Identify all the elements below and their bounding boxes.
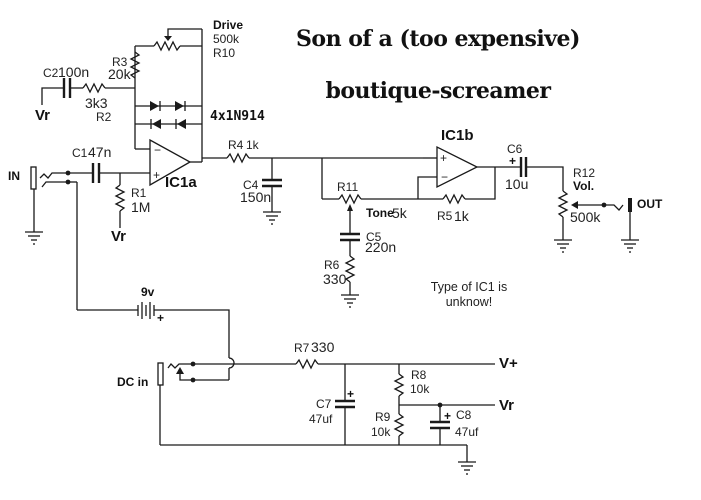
in-label: IN xyxy=(8,169,20,183)
ic1b-label: IC1b xyxy=(441,127,474,144)
resistor-r1 xyxy=(114,184,126,212)
c8-value: 47uf xyxy=(455,425,479,439)
c7-plus: + xyxy=(347,387,354,401)
c5-value: 220n xyxy=(365,239,396,255)
r3-value: 20k xyxy=(108,66,132,82)
title-line-2: boutique-screamer xyxy=(325,78,551,104)
resistor-r2 xyxy=(82,82,106,94)
r4-ref: R4 xyxy=(228,138,244,152)
c8-plus: + xyxy=(444,409,451,423)
c7-ref: C7 xyxy=(316,397,332,411)
capacitor-c6 xyxy=(519,157,528,177)
c8-ref: C8 xyxy=(456,408,472,422)
note-line-2: unknow! xyxy=(446,295,493,309)
diodes-label: 4x1N914 xyxy=(210,109,265,124)
r1-value: 1M xyxy=(131,199,150,215)
ic1b-plus: + xyxy=(440,151,447,165)
ic1a-plus: + xyxy=(153,168,160,182)
c5-ref: C5 xyxy=(366,230,382,244)
battery-plus: + xyxy=(157,311,164,325)
r7-value: 330 xyxy=(311,339,335,355)
potentiometer-r12 xyxy=(557,190,569,218)
c2-value: 100n xyxy=(58,64,89,80)
r9-value: 10k xyxy=(371,425,391,439)
r5-ref: R5 xyxy=(437,209,453,223)
input-jack xyxy=(24,166,71,245)
r11-value: 5k xyxy=(392,205,408,221)
r10-value: 500k xyxy=(213,32,240,46)
vplus-label: V+ xyxy=(499,355,518,372)
r8-value: 10k xyxy=(410,382,430,396)
r6-ref: R6 xyxy=(324,258,340,272)
ic1b-minus: − xyxy=(441,170,448,184)
r6-value: 330 xyxy=(323,271,347,287)
capacitor-c2 xyxy=(62,78,72,98)
r12-ref: R12 xyxy=(573,166,595,180)
resistor-r9 xyxy=(393,413,405,437)
capacitor-c4 xyxy=(262,178,282,188)
dc-in-label: DC in xyxy=(117,375,148,389)
potentiometer-r10 xyxy=(153,40,181,52)
c6-value: 10u xyxy=(505,176,528,192)
c7-value: 47uf xyxy=(309,412,333,426)
ic1a-minus: − xyxy=(154,143,161,157)
vr-label-c2: Vr xyxy=(35,107,50,124)
c4-ref: C4 xyxy=(243,178,259,192)
c1-ref: C1 xyxy=(72,146,88,160)
r1-ref: R1 xyxy=(131,186,147,200)
vol-label: Vol. xyxy=(573,179,594,193)
r11-ref: R11 xyxy=(337,180,358,194)
r4-value: 1k xyxy=(246,138,260,152)
capacitor-c5 xyxy=(340,232,360,242)
r2-ref: R2 xyxy=(96,110,112,124)
r10-ref: R10 xyxy=(213,46,235,60)
c6-ref: C6 xyxy=(507,142,523,156)
drive-label: Drive xyxy=(213,18,243,32)
c2-ref: C2 xyxy=(43,66,59,80)
resistor-r6 xyxy=(344,255,356,283)
r7-ref: R7 xyxy=(294,341,310,355)
ic1a-label: IC1a xyxy=(165,174,197,191)
clipping-diodes xyxy=(135,101,202,129)
capacitor-c1 xyxy=(91,163,101,183)
output-jack xyxy=(620,198,640,253)
capacitor-c7 xyxy=(335,399,355,409)
battery-label: 9v xyxy=(141,285,155,299)
c1-value: 47n xyxy=(88,144,111,160)
note-line-1: Type of IC1 is xyxy=(431,280,507,294)
battery-9v xyxy=(137,302,155,319)
vr-label-r1: Vr xyxy=(111,228,126,245)
resistor-r8 xyxy=(393,373,405,397)
c4-value: 150n xyxy=(240,189,271,205)
r5-value: 1k xyxy=(454,208,470,224)
r9-ref: R9 xyxy=(375,410,391,424)
potentiometer-r11 xyxy=(338,193,362,205)
resistor-r3 xyxy=(129,51,141,79)
resistor-r7 xyxy=(295,358,319,370)
r12-value: 500k xyxy=(570,209,601,225)
resistor-r5 xyxy=(442,193,466,205)
opamp-ic1a xyxy=(149,138,192,187)
opamp-ic1b xyxy=(436,145,479,189)
vr-label-supply: Vr xyxy=(499,397,514,414)
r8-ref: R8 xyxy=(411,368,427,382)
c6-plus: + xyxy=(509,154,516,168)
tone-label: Tone xyxy=(366,206,394,220)
r2-value: 3k3 xyxy=(85,95,108,111)
out-label: OUT xyxy=(637,197,663,211)
r3-ref: R3 xyxy=(112,55,128,69)
title-line-1: Son of a (too expensive) xyxy=(296,26,580,52)
resistor-r4 xyxy=(226,152,250,164)
dc-jack xyxy=(157,361,196,386)
